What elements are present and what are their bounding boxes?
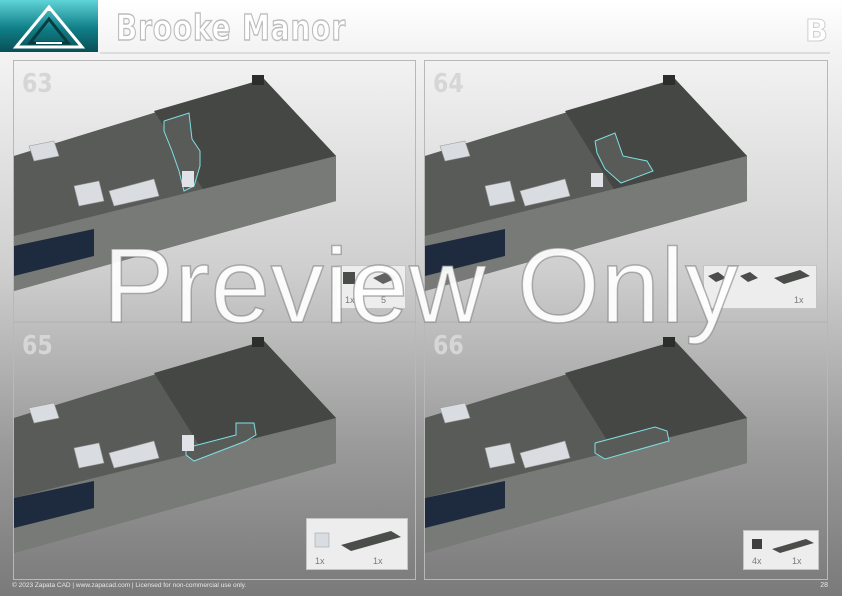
step-panel-65: 65 1x 1x: [13, 322, 416, 580]
part-icon: [314, 531, 401, 551]
brand-logo: [0, 0, 98, 52]
part-quantity: 1x: [792, 556, 802, 566]
model-illustration: [425, 75, 747, 291]
page-header: Brooke Manor B: [0, 0, 842, 56]
step-number: 64: [433, 69, 464, 99]
part-icon: [343, 272, 397, 284]
part-quantity: 1x: [373, 556, 383, 566]
header-divider: [100, 52, 830, 54]
step-panel-66: 66 4x 1x: [424, 322, 828, 580]
part-quantity: 1x: [345, 295, 355, 305]
part-icon: [752, 539, 814, 553]
model-illustration: [14, 337, 336, 553]
parts-callout: 1x 1x: [306, 518, 408, 570]
page-title: Brooke Manor: [115, 7, 346, 49]
step-number: 65: [22, 331, 53, 361]
part-quantity: 4x: [752, 556, 762, 566]
step-number: 63: [22, 69, 53, 99]
part-quantity: 1x: [315, 556, 325, 566]
parts-callout: 4x 1x: [743, 530, 819, 570]
section-letter: B: [805, 14, 829, 50]
model-illustration: [425, 337, 747, 553]
triangle-logo-icon: [12, 4, 86, 49]
part-quantity: 5: [381, 295, 387, 305]
model-illustration: [14, 75, 336, 291]
part-icon: [708, 270, 810, 284]
step-panel-64: 64 1x: [424, 60, 828, 322]
parts-callout: 1x: [703, 265, 817, 309]
parts-callout: 1x 5: [336, 265, 406, 309]
step-panel-63: 63 1x 5: [13, 60, 416, 322]
step-number: 66: [433, 331, 464, 361]
part-quantity: 1x: [794, 295, 804, 305]
footer-copyright: © 2023 Zapata CAD | www.zapacad.com | Li…: [12, 582, 247, 589]
page-number: 28: [820, 582, 828, 589]
